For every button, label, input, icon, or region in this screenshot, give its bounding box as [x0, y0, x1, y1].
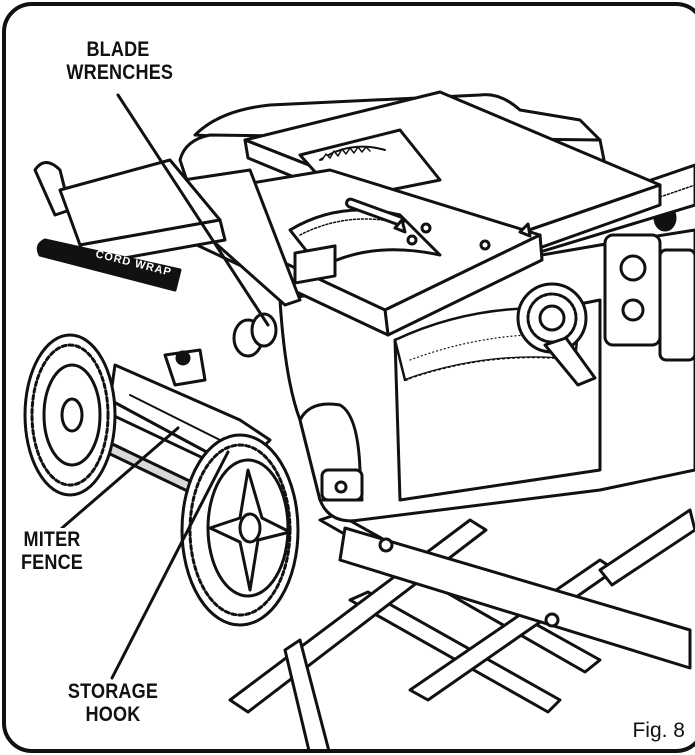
left-wheel [25, 335, 115, 495]
storage-hook-label: STORAGE HOOK [62, 680, 163, 726]
miter-fence-label: MITER FENCE [18, 528, 87, 574]
right-wheel [182, 435, 298, 625]
blade-wrenches-label: BLADE WRENCHES [66, 38, 169, 84]
figure-number: Fig. 8 [632, 719, 685, 743]
